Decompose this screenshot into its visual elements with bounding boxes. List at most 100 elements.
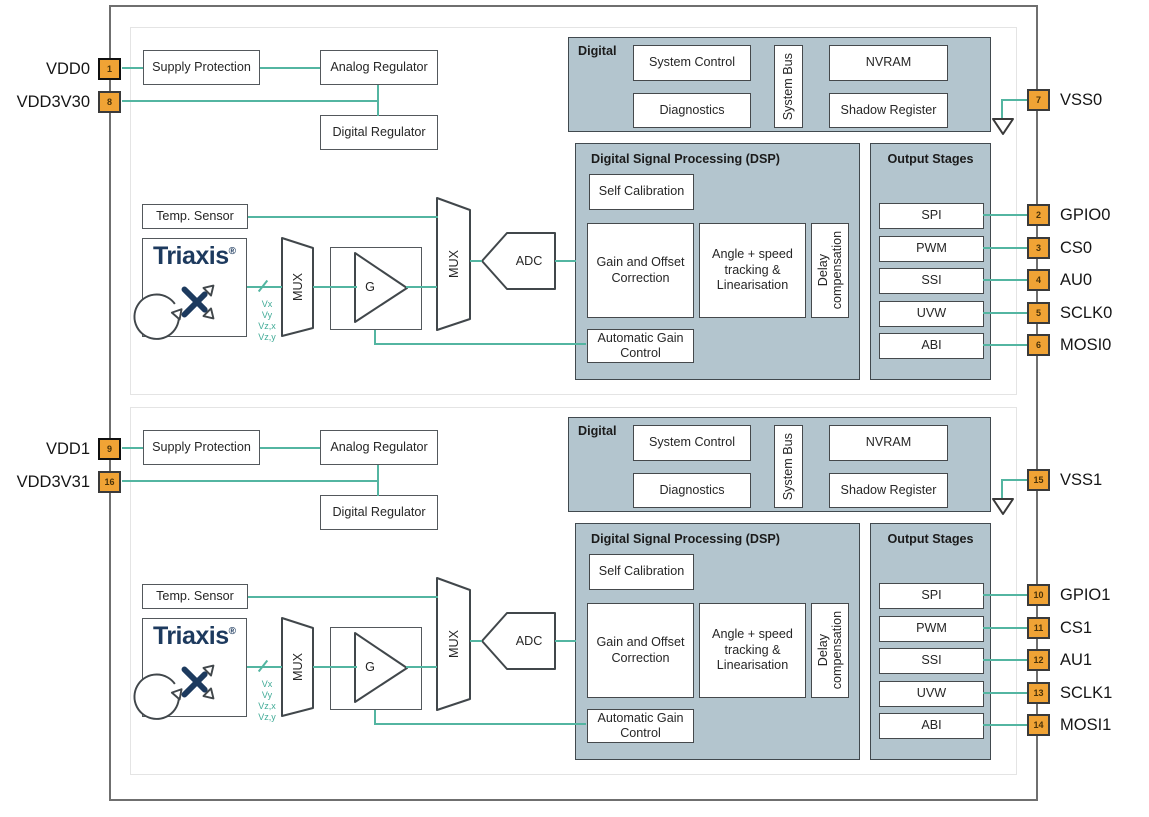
regulator-wire-vertical — [377, 465, 379, 496]
triaxis-logo-icon — [133, 284, 215, 340]
gpio-pin: 10 — [1027, 584, 1050, 606]
angle-tracking-box: Angle + speed tracking & Linearisation — [699, 223, 806, 318]
adc-mux — [436, 577, 471, 711]
triaxis-sensor-box: Triaxis® — [133, 618, 247, 720]
abi-pin-wire — [983, 724, 1027, 726]
vdd-wire-a — [122, 67, 143, 69]
digital-panel-title: Digital — [578, 424, 617, 438]
sclk-pin: 5 — [1027, 302, 1050, 324]
cs-pin-label: CS0 — [1060, 238, 1093, 257]
triaxis-sensor-box: Triaxis® — [133, 238, 247, 340]
vdd3v3-pin: 8 — [98, 91, 121, 113]
sclk-pin-label: SCLK0 — [1060, 303, 1113, 322]
sensor-to-mux-wire — [247, 666, 282, 668]
adc-mux-label: MUX — [446, 630, 461, 658]
channel-1: Supply Protection Analog Regulator Digit… — [0, 407, 1149, 777]
vdd3v3-wire — [122, 480, 378, 482]
diagnostics-box: Diagnostics — [633, 93, 751, 128]
temp-sensor-wire — [248, 216, 438, 218]
output-stage-spi: SPI — [879, 203, 984, 229]
delay-compensation-box: Delay compensation — [811, 223, 849, 318]
triaxis-logo-text: Triaxis® — [152, 242, 237, 270]
input-mux-label: MUX — [290, 653, 305, 681]
temp-sensor-box: Temp. Sensor — [142, 204, 248, 229]
vdd-wire-b — [260, 447, 320, 449]
vdd-wire-a — [122, 447, 143, 449]
angle-tracking-box: Angle + speed tracking & Linearisation — [699, 603, 806, 698]
mux-to-adc-wire — [470, 260, 482, 262]
analog-regulator-box: Analog Regulator — [320, 50, 438, 85]
au-pin-label: AU1 — [1060, 650, 1093, 669]
ssi-pin-wire — [983, 659, 1027, 661]
gain-offset-box: Gain and Offset Correction — [587, 603, 694, 698]
vss-wire-vertical — [1001, 100, 1003, 118]
digital-regulator-box: Digital Regulator — [320, 495, 438, 530]
vss-pin: 7 — [1027, 89, 1050, 111]
vdd-wire-b — [260, 67, 320, 69]
output-stages-panel: Output Stages SPI PWM SSI UVW ABI — [870, 523, 991, 760]
vss-pin: 15 — [1027, 469, 1050, 491]
adc-mux-label: MUX — [446, 250, 461, 278]
mux-to-gain-wire — [313, 286, 357, 288]
gain-amplifier-label: G — [365, 660, 375, 674]
sensor-signal-labels: Vx Vy Vz,x Vz,y — [258, 679, 276, 722]
adc-to-dsp-wire — [555, 640, 576, 642]
adc-to-dsp-wire — [555, 260, 576, 262]
channel-0: Supply Protection Analog Regulator Digit… — [0, 27, 1149, 397]
output-stage-abi: ABI — [879, 713, 984, 739]
gpio-pin-label: GPIO0 — [1060, 205, 1111, 224]
spi-pin-wire — [983, 214, 1027, 216]
output-stage-abi: ABI — [879, 333, 984, 359]
chip-outline — [109, 5, 1038, 801]
input-mux — [281, 617, 314, 717]
system-control-box: System Control — [633, 425, 751, 461]
shadow-register-box: Shadow Register — [829, 93, 948, 128]
mosi-pin-label: MOSI0 — [1060, 335, 1112, 354]
vdd3v3-wire — [122, 100, 378, 102]
vdd-pin: 9 — [98, 438, 121, 460]
gpio-pin-label: GPIO1 — [1060, 585, 1111, 604]
gain-to-mux-wire — [406, 286, 437, 288]
ssi-pin-wire — [983, 279, 1027, 281]
system-bus-box: System Bus — [774, 45, 803, 128]
output-stage-ssi: SSI — [879, 268, 984, 294]
triaxis-logo-text: Triaxis® — [152, 622, 237, 650]
ground-symbol — [992, 498, 1014, 515]
shadow-register-box: Shadow Register — [829, 473, 948, 508]
spi-pin-wire — [983, 594, 1027, 596]
mosi-pin: 6 — [1027, 334, 1050, 356]
adc-label: ADC — [515, 254, 543, 268]
output-stage-pwm: PWM — [879, 236, 984, 262]
au-pin: 12 — [1027, 649, 1050, 671]
agc-wire-vertical — [374, 710, 376, 725]
dsp-panel-title: Digital Signal Processing (DSP) — [591, 152, 780, 166]
cs-pin-label: CS1 — [1060, 618, 1093, 637]
cs-pin: 11 — [1027, 617, 1050, 639]
au-pin-label: AU0 — [1060, 270, 1093, 289]
input-mux — [281, 237, 314, 337]
output-stages-title: Output Stages — [887, 152, 974, 166]
abi-pin-wire — [983, 344, 1027, 346]
output-stages-panel: Output Stages SPI PWM SSI UVW ABI — [870, 143, 991, 380]
sclk-pin: 13 — [1027, 682, 1050, 704]
vss-wire-vertical — [1001, 480, 1003, 498]
vss-pin-label: VSS0 — [1060, 90, 1103, 109]
regulator-wire-vertical — [377, 85, 379, 116]
uvw-pin-wire — [983, 692, 1027, 694]
supply-protection-box: Supply Protection — [143, 50, 260, 85]
digital-regulator-box: Digital Regulator — [320, 115, 438, 150]
nvram-box: NVRAM — [829, 45, 948, 81]
pwm-pin-wire — [983, 247, 1027, 249]
mosi-pin-label: MOSI1 — [1060, 715, 1112, 734]
agc-wire-horizontal — [374, 343, 586, 345]
analog-regulator-box: Analog Regulator — [320, 430, 438, 465]
adc-mux — [436, 197, 471, 331]
input-mux-label: MUX — [290, 273, 305, 301]
output-stage-spi: SPI — [879, 583, 984, 609]
vdd3v3-pin-label: VDD3V30 — [16, 92, 90, 111]
agc-wire-horizontal — [374, 723, 586, 725]
agc-wire-vertical — [374, 330, 376, 345]
digital-panel: Digital System Control Diagnostics Syste… — [568, 37, 991, 132]
au-pin: 4 — [1027, 269, 1050, 291]
